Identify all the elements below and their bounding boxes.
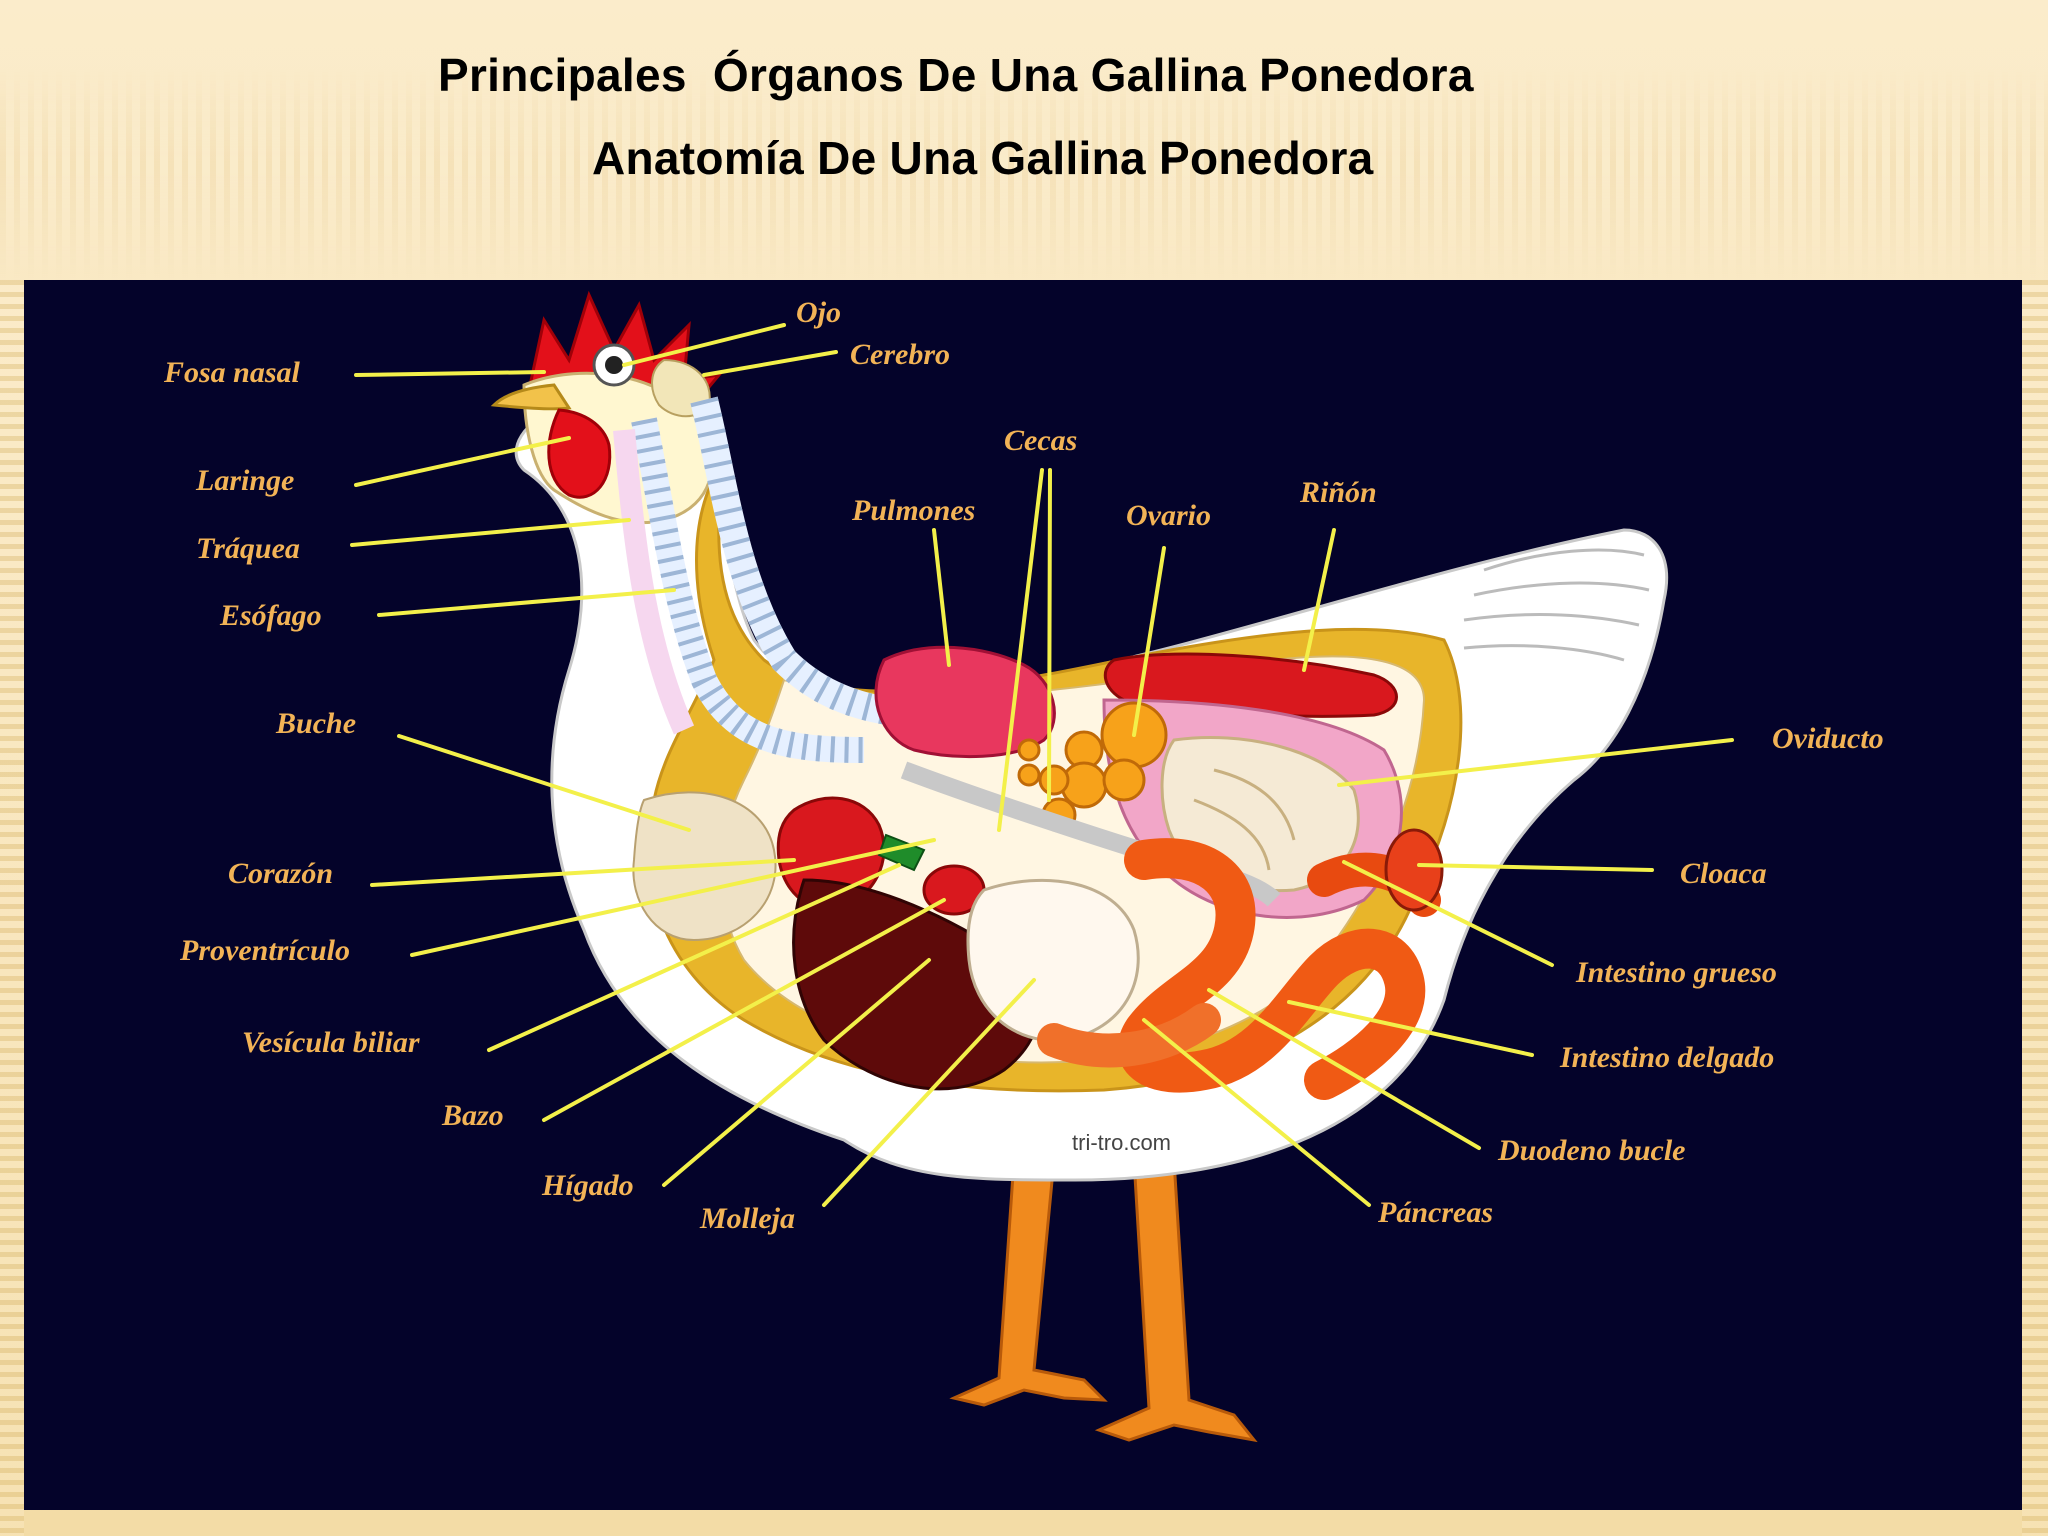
image-credit: tri-tro.com [1072,1130,1171,1155]
leader-laringe [354,436,571,487]
label-bazo: Bazo [441,1099,504,1132]
leader-fosa-nasal [354,370,546,377]
label-corazon: Corazón [228,857,333,890]
label-duodeno-bucle: Duodeno bucle [1497,1134,1686,1167]
label-higado: Hígado [541,1169,634,1202]
label-traquea: Tráquea [196,532,300,565]
organ-labels: Fosa nasal Ojo Cerebro Laringe Tráquea E… [163,296,1884,1235]
label-vesicula-biliar: Vesícula biliar [242,1026,420,1059]
leader-higado [662,958,931,1187]
label-ojo: Ojo [796,296,841,329]
slide-subtitle: Anatomía De Una Gallina Ponedora [592,132,1374,184]
gizzard [966,878,1140,1042]
leader-intestino-grueso [1342,860,1554,967]
label-intestino-delgado: Intestino delgado [1559,1041,1774,1074]
chicken-anatomy-illustration: tri-tro.com [163,290,1884,1443]
leader-bazo [542,898,946,1122]
label-esofago: Esófago [219,599,322,632]
leader-pancreas [1142,1018,1371,1207]
leader-duodeno-bucle [1207,988,1481,1150]
leader-pulmones [932,528,951,667]
right-edge-texture [2022,280,2048,1536]
leader-esofago [377,588,676,617]
label-pancreas: Páncreas [1377,1196,1493,1229]
liver [792,878,1041,1091]
label-fosa-nasal: Fosa nasal [163,356,301,389]
label-cecas: Cecas [1004,424,1077,457]
label-oviducto: Oviducto [1772,722,1884,755]
legs-illustration [949,1158,1258,1443]
leader-buche [397,734,691,832]
leader-traquea [350,518,631,547]
leader-intestino-delgado [1287,1000,1534,1057]
anatomy-diagram-panel: tri-tro.com [24,280,2022,1510]
leader-cecas-1 [997,468,1044,832]
slide-title: Principales Órganos De Una Gallina Poned… [438,49,1474,101]
leader-lines [350,323,1734,1207]
leader-vesicula-biliar [487,863,901,1052]
leader-rinon [1302,528,1336,672]
leader-cerebro [702,350,838,377]
leader-ovario [1132,546,1166,737]
header-stripe-texture [0,70,2048,280]
leader-molleja [822,978,1036,1207]
label-ovario: Ovario [1126,499,1211,532]
head-illustration [490,290,723,525]
leader-ojo [622,323,786,367]
left-edge-texture [0,280,24,1536]
leader-cloaca [1417,863,1654,872]
label-intestino-grueso: Intestino grueso [1575,956,1777,989]
leader-oviducto [1337,738,1734,787]
label-laringe: Laringe [195,464,294,497]
label-cloaca: Cloaca [1680,857,1767,890]
label-molleja: Molleja [699,1202,795,1235]
leader-corazon [370,858,796,887]
label-cerebro: Cerebro [850,338,950,371]
label-rinon: Riñón [1299,476,1377,509]
wattle [547,408,612,499]
beak [490,383,572,411]
label-buche: Buche [275,707,356,740]
label-pulmones: Pulmones [851,494,975,527]
leader-proventriculo [410,838,936,957]
brain [651,358,711,418]
leader-cecas-2 [1047,468,1052,802]
label-proventriculo: Proventrículo [179,934,350,967]
